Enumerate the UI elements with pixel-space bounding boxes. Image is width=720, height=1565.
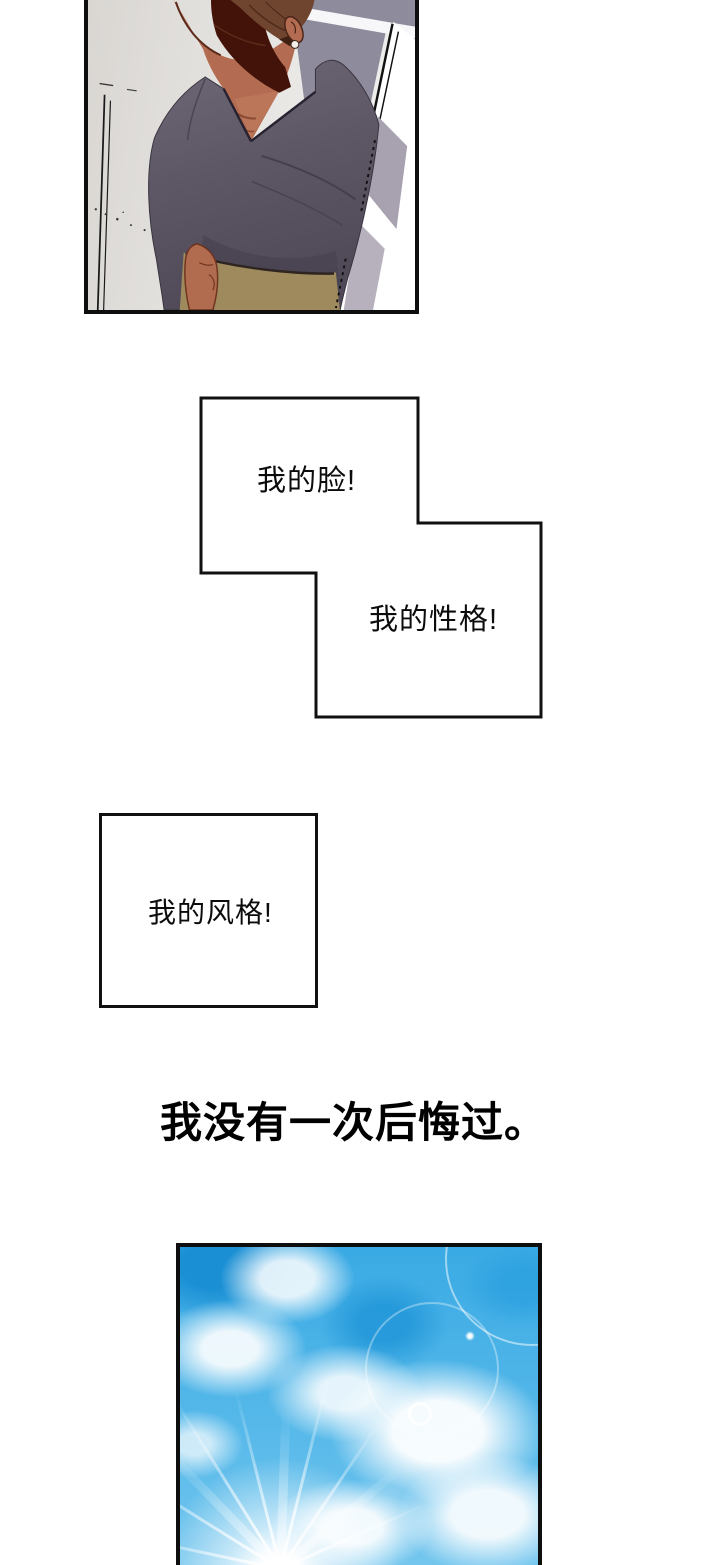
speech-box-3 <box>99 813 318 1008</box>
smile-line <box>213 24 266 47</box>
collar-left <box>222 88 253 142</box>
lens-flare-bubble <box>365 1302 499 1436</box>
earring-stud <box>290 39 300 49</box>
left-mirror-line <box>96 94 106 310</box>
thumb-line <box>208 273 215 291</box>
character-panel <box>84 0 419 314</box>
speech-text-2: 我的性格! <box>369 604 499 636</box>
narration-text: 我没有一次后悔过。 <box>160 1099 548 1146</box>
shirt-fold <box>261 155 357 201</box>
speech-text-1: 我的脸! <box>257 465 357 497</box>
pants <box>179 252 340 310</box>
jaw-shadow <box>210 0 292 93</box>
jaw-line <box>174 1 222 57</box>
left-mirror-line-2 <box>103 100 112 310</box>
speech-box-group <box>199 396 545 719</box>
sky-panel <box>176 1243 542 1565</box>
shoulder-seam <box>186 78 206 141</box>
hand <box>184 243 219 310</box>
hair-strand <box>248 4 286 32</box>
wall-light-streak <box>299 6 415 39</box>
knuckle-line <box>199 262 214 266</box>
ear <box>284 15 304 44</box>
mirror-sparkle-dashes <box>334 140 376 309</box>
speech-box-outline <box>199 396 543 719</box>
chest-highlight <box>234 90 280 139</box>
speech-text-3: 我的风格! <box>148 897 273 928</box>
speckles <box>94 82 146 232</box>
collar-right <box>250 90 317 143</box>
character-illustration <box>88 0 415 310</box>
mirror-reflection-shape <box>369 116 408 230</box>
shirt-fold-2 <box>251 180 343 226</box>
